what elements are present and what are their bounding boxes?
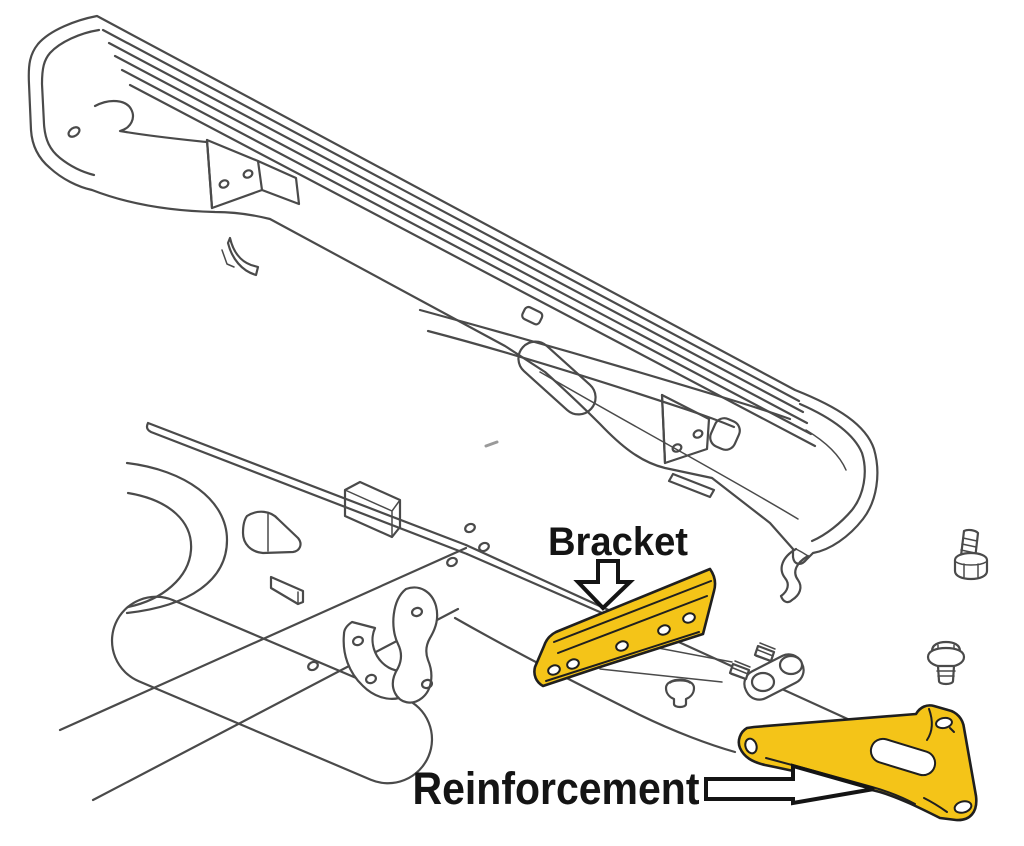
frame-rail-drawing (58, 421, 854, 802)
bumper-step-bulge (517, 340, 597, 416)
frame-top-strip (145, 421, 469, 556)
bracket-bend-line (557, 595, 708, 654)
reinforcement-part-highlighted (737, 704, 978, 822)
bracket-bottom-crease (545, 631, 700, 682)
bolt-lower-right (926, 640, 966, 686)
reinforcement-hole-tick (949, 727, 955, 733)
stud-bolt-1 (728, 660, 751, 681)
bumper-lower-prongs (221, 236, 260, 277)
reinforcement-holes (744, 716, 973, 814)
frame-rail-holes (307, 522, 490, 672)
stud-retainer-plate (728, 642, 805, 701)
bracket-label-group: Bracket (548, 520, 688, 611)
frame-small-fin (269, 575, 305, 606)
bumper-left-end-cap (40, 28, 101, 177)
bumper-lower-tab (667, 472, 716, 499)
push-cap-nut (664, 678, 696, 709)
bumper-step-ribs (101, 28, 817, 448)
bracket-holes (547, 612, 696, 676)
frame-teardrop-hole (241, 510, 302, 555)
small-dash-mark (484, 440, 499, 448)
bumper-rear-edge-arcs (418, 308, 792, 429)
frame-bump-stop-block (343, 480, 402, 539)
reinforcement-label: Reinforcement (413, 763, 700, 814)
stud-bolt-2 (753, 642, 776, 663)
bracket-flange-lip (553, 580, 712, 643)
reinforcement-label-group: Reinforcement (413, 763, 875, 814)
bumper-face-cut-line (93, 99, 208, 144)
step-bumper-drawing (27, 14, 879, 604)
mounting-hardware (664, 528, 989, 709)
bumper-end-hole (67, 126, 81, 138)
down-arrow-icon (573, 559, 635, 611)
reinforcement-body (737, 704, 978, 822)
bumper-wiring-hook (779, 547, 810, 604)
frame-oblong-cutout (110, 595, 434, 785)
bumper-right-end-cap (798, 402, 866, 543)
bumper-center-mount-box (205, 138, 301, 210)
frame-flange-bracket (391, 586, 439, 704)
bumper-face-contour (539, 371, 799, 520)
reinforcement-slot (869, 737, 937, 777)
bracket-part-highlighted (533, 567, 717, 688)
bracket-label: Bracket (548, 520, 688, 564)
right-arrow-icon (704, 763, 875, 806)
reinforcement-lobe-crease (926, 708, 933, 741)
reinforcement-foot-crease (923, 797, 948, 813)
frame-bottom-curve (453, 616, 737, 754)
frame-rail-inner-edge (465, 552, 627, 625)
bumper-face-notch (521, 305, 544, 326)
bolt-upper-right (953, 528, 989, 581)
